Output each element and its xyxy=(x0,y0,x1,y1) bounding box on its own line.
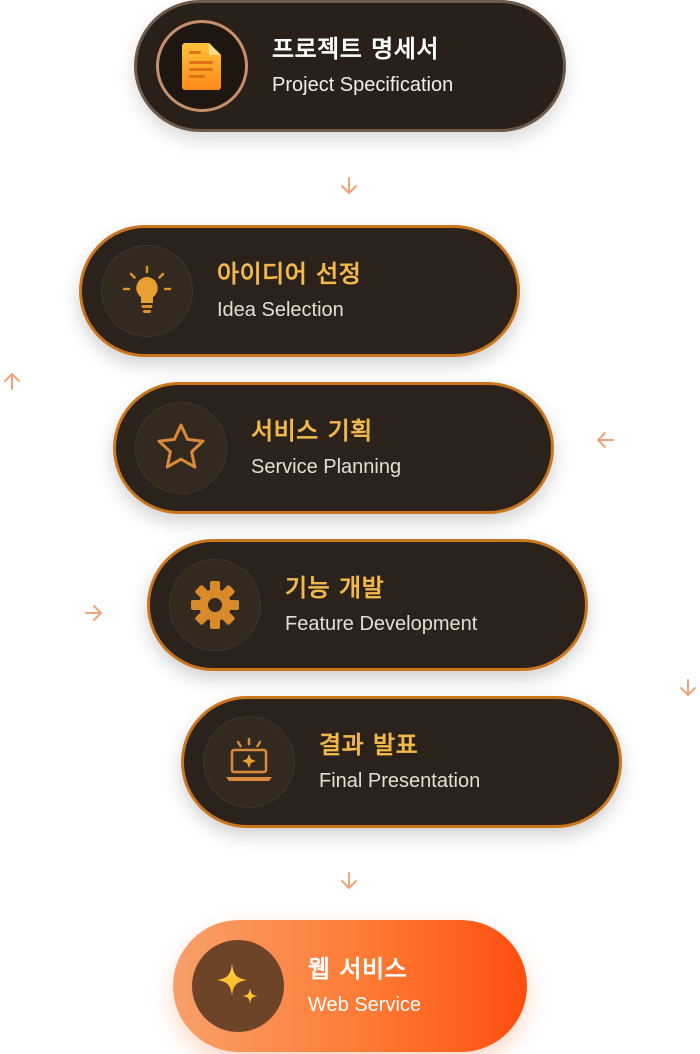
document-icon xyxy=(182,43,221,90)
step-subtitle: Project Specification xyxy=(272,74,454,96)
step-texts: 서비스 기획 Service Planning xyxy=(251,416,401,480)
arrow-right-icon xyxy=(85,605,102,621)
lightbulb-icon xyxy=(122,265,172,313)
step-icon-circle xyxy=(169,559,261,651)
step-icon-circle xyxy=(192,940,284,1032)
arrow-left-icon xyxy=(597,432,614,448)
step-subtitle: Service Planning xyxy=(251,456,402,478)
step-texts: 프로젝트 명세서 Project Specification xyxy=(272,34,453,98)
step-service-planning: 서비스 기획 Service Planning xyxy=(113,382,554,514)
step-title: 기능 개발 xyxy=(285,574,385,602)
step-subtitle: Idea Selection xyxy=(217,299,344,321)
arrow-down-icon xyxy=(341,872,357,889)
arrow-up-icon xyxy=(4,373,20,390)
step-subtitle: Feature Development xyxy=(285,613,478,635)
star-icon xyxy=(157,423,205,469)
step-icon-circle xyxy=(156,20,248,112)
step-title: 프로젝트 명세서 xyxy=(272,35,439,63)
step-texts: 웹 서비스 Web Service xyxy=(308,954,421,1018)
step-idea-selection: 아이디어 선정 Idea Selection xyxy=(79,225,520,357)
step-feature-development: 기능 개발 Feature Development xyxy=(147,539,588,671)
step-title: 결과 발표 xyxy=(319,731,419,759)
gear-icon xyxy=(191,581,239,629)
step-project-specification: 프로젝트 명세서 Project Specification xyxy=(134,0,566,132)
step-web-service: 웹 서비스 Web Service xyxy=(173,920,527,1052)
laptop-sparkle-icon xyxy=(226,737,272,781)
arrow-down-icon xyxy=(680,679,696,696)
step-icon-circle xyxy=(135,402,227,494)
step-subtitle: Web Service xyxy=(308,994,422,1016)
step-texts: 아이디어 선정 Idea Selection xyxy=(217,259,361,323)
step-texts: 결과 발표 Final Presentation xyxy=(319,730,480,794)
sparkles-icon xyxy=(217,964,258,1004)
step-subtitle: Final Presentation xyxy=(319,770,481,792)
step-title: 웹 서비스 xyxy=(308,955,408,983)
step-title: 아이디어 선정 xyxy=(217,260,362,288)
step-title: 서비스 기획 xyxy=(251,417,373,445)
step-final-presentation: 결과 발표 Final Presentation xyxy=(181,696,622,828)
step-icon-circle xyxy=(101,245,193,337)
step-texts: 기능 개발 Feature Development xyxy=(285,573,477,637)
arrow-down-icon xyxy=(341,177,357,194)
step-icon-circle xyxy=(203,716,295,808)
